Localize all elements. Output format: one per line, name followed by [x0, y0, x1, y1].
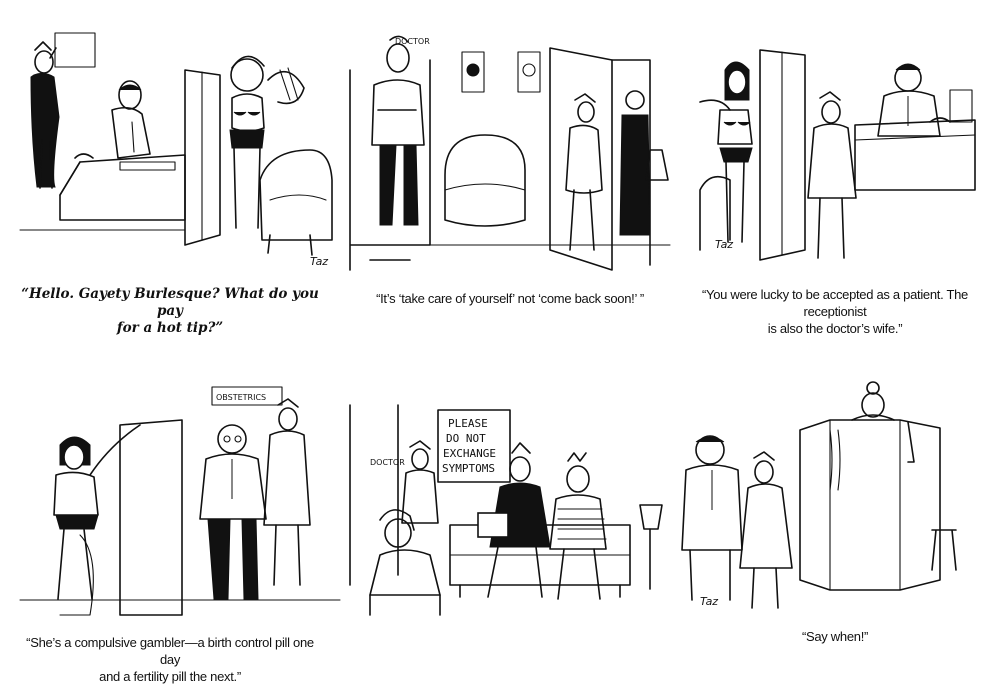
cartoon-drawing-4: OBSTETRICS	[19, 386, 341, 616]
caption-2: “It’s ‘take care of yourself’ not ‘come …	[350, 290, 670, 307]
sign-line-3: EXCHANGE	[443, 447, 496, 460]
cartoon-panel-1: Taz	[19, 30, 340, 280]
cartoon-panel-2: DOCTOR	[349, 30, 671, 280]
caption-1: “Hello. Gayety Burlesque? What do you pa…	[20, 286, 320, 337]
caption-3: “You were lucky to be accepted as a pati…	[680, 286, 990, 337]
obstetrics-sign: OBSTETRICS	[216, 393, 266, 402]
cartoon-drawing-5: PLEASE DO NOT EXCHANGE SYMPTOMS DOCTOR	[349, 404, 663, 616]
sign-line-4: SYMPTOMS	[442, 462, 495, 475]
caption-2-line-1: “It’s ‘take care of yourself’ not ‘come …	[376, 291, 644, 306]
cartoon-drawing-6: Taz	[681, 381, 957, 609]
signature-6: Taz	[700, 595, 718, 608]
cartoon-drawing-3: Taz	[699, 49, 976, 261]
sign-line-2: DO NOT	[446, 432, 486, 445]
caption-4-line-1: “She’s a compulsive gambler—a birth cont…	[26, 635, 314, 667]
caption-3-line-2: is also the doctor’s wife.”	[767, 321, 903, 336]
caption-6: “Say when!”	[680, 628, 990, 645]
cartoon-drawing-1: Taz	[19, 32, 333, 268]
caption-4-line-2: and a fertility pill the next.”	[99, 669, 241, 684]
sign-line-1: PLEASE	[448, 417, 488, 430]
cartoon-panel-6: Taz	[680, 380, 990, 620]
cartoon-panel-3: Taz	[680, 30, 990, 280]
caption-1-line-2: for a hot tip?”	[116, 320, 224, 336]
caption-3-line-1: “You were lucky to be accepted as a pati…	[701, 287, 968, 319]
doctor-door-label: DOCTOR	[370, 458, 405, 467]
cartoon-panel-5: PLEASE DO NOT EXCHANGE SYMPTOMS DOCTOR	[349, 395, 670, 625]
caption-6-line-1: “Say when!”	[801, 629, 869, 644]
signature-3: Taz	[715, 238, 733, 251]
cartoon-panel-4: OBSTETRICS	[19, 375, 341, 625]
signature: Taz	[310, 255, 328, 268]
caption-1-line-1: “Hello. Gayety Burlesque? What do you pa…	[21, 286, 319, 319]
caption-4: “She’s a compulsive gambler—a birth cont…	[20, 634, 320, 685]
door-label: DOCTOR	[395, 37, 430, 46]
cartoon-drawing-2: DOCTOR	[349, 35, 671, 271]
